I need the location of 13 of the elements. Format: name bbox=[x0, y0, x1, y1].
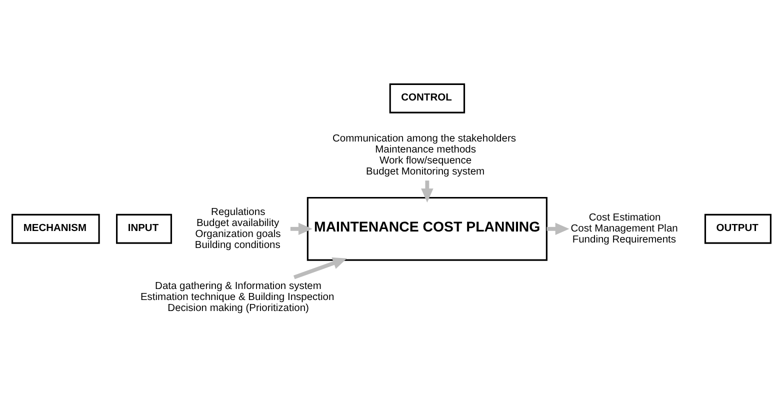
node-text: Regulations Budget availability Organization goals Building conditions bbox=[194, 207, 281, 252]
arrow bbox=[290, 222, 312, 236]
arrow bbox=[293, 257, 347, 280]
node-box: OUTPUT bbox=[704, 214, 772, 244]
node-text: Cost Estimation Cost Management Plan Funding Requirements bbox=[570, 212, 678, 246]
node-box: MAINTENANCE COST PLANNING bbox=[306, 196, 548, 261]
node-box: INPUT bbox=[116, 214, 172, 244]
node-text: Data gathering & Information system Estimation technique & Building Inspection Decision making (Prioritization) bbox=[140, 280, 334, 314]
node-box: MECHANISM bbox=[12, 214, 100, 244]
node-text: Communication among the stakeholders Maintenance methods Work flow/sequence Budget Monitoring system bbox=[332, 133, 516, 178]
node-box: CONTROL bbox=[389, 83, 466, 114]
arrow bbox=[546, 222, 570, 236]
arrow bbox=[421, 180, 434, 202]
